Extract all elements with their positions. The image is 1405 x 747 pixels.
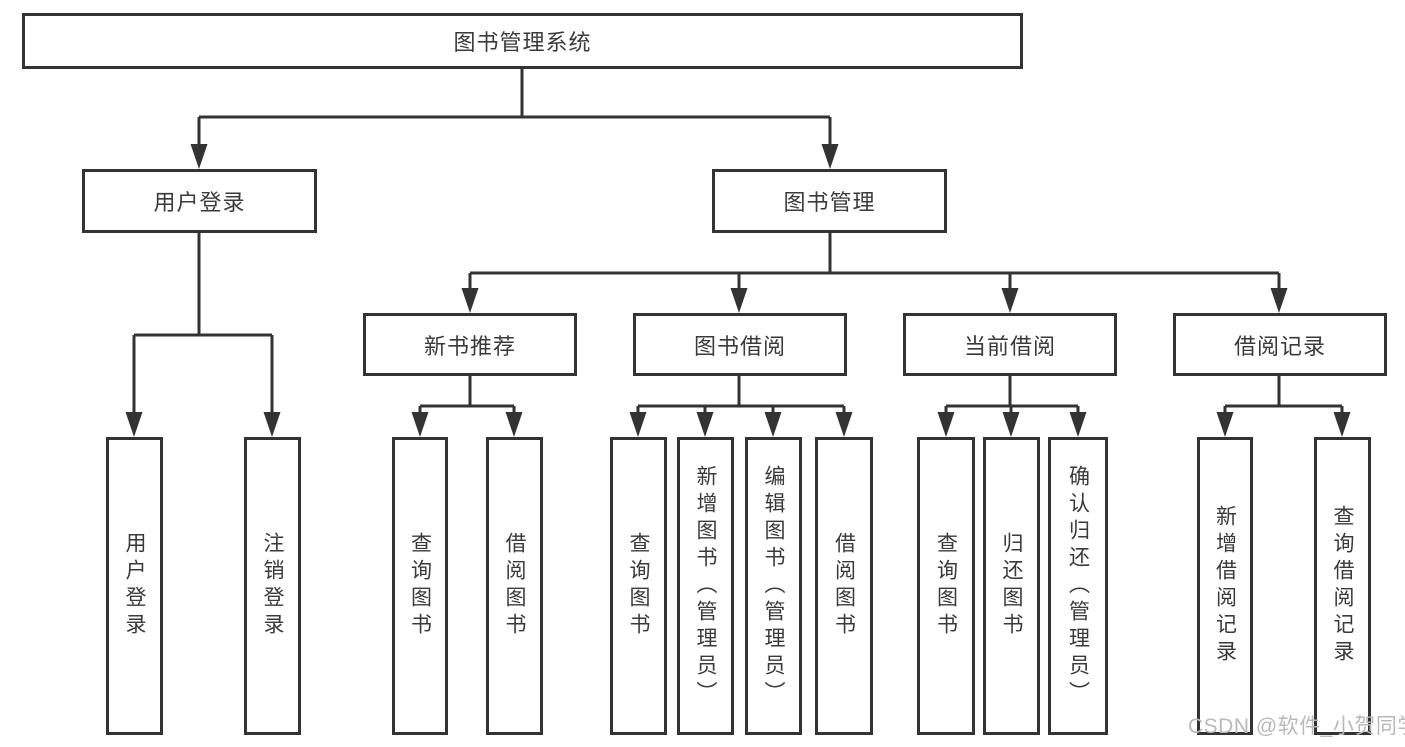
node-label: 查询图书 bbox=[934, 532, 958, 640]
node-book-borrow: 图书借阅 bbox=[633, 313, 847, 376]
node-label: 查询图书 bbox=[627, 532, 650, 640]
node-label: 查询借阅记录 bbox=[1331, 505, 1354, 667]
node-borrow-records: 借阅记录 bbox=[1173, 313, 1387, 376]
node-label: 新书推荐 bbox=[423, 333, 516, 359]
node-label: 图书管理系统 bbox=[453, 30, 592, 55]
node-leaf-query-books-recommend: 查询图书 bbox=[392, 437, 448, 735]
node-new-book-recommend: 新书推荐 bbox=[363, 313, 577, 376]
node-current-borrow: 当前借阅 bbox=[903, 313, 1117, 376]
watermark: CSDN @软件_小贺同学 bbox=[1188, 715, 1405, 738]
node-label: 新增图书（管理员） bbox=[694, 464, 717, 708]
node-label: 归还图书 bbox=[1000, 532, 1023, 640]
node-label: 新增借阅记录 bbox=[1213, 505, 1237, 667]
node-label: 图书借阅 bbox=[693, 333, 786, 359]
node-label: 借阅记录 bbox=[1233, 333, 1326, 359]
node-label: 当前借阅 bbox=[963, 333, 1056, 359]
node-leaf-logout: 注销登录 bbox=[244, 437, 301, 735]
node-leaf-add-books-admin: 新增图书（管理员） bbox=[677, 437, 734, 735]
node-label: 用户登录 bbox=[123, 532, 146, 640]
node-leaf-borrow-books-recommend: 借阅图书 bbox=[486, 437, 543, 735]
node-label: 确认归还（管理员） bbox=[1066, 464, 1090, 708]
node-user-login-branch: 用户登录 bbox=[82, 169, 317, 233]
node-book-management-branch: 图书管理 bbox=[712, 169, 947, 233]
node-root-library-system: 图书管理系统 bbox=[22, 13, 1023, 69]
node-label: 注销登录 bbox=[261, 532, 284, 640]
node-leaf-query-books-borrow: 查询图书 bbox=[610, 437, 667, 735]
node-label: 编辑图书（管理员） bbox=[762, 464, 785, 708]
node-label: 用户登录 bbox=[153, 190, 246, 215]
node-leaf-borrow-books: 借阅图书 bbox=[815, 437, 873, 735]
node-leaf-return-books: 归还图书 bbox=[983, 437, 1040, 735]
node-leaf-add-borrow-record: 新增借阅记录 bbox=[1197, 437, 1253, 735]
node-leaf-edit-books-admin: 编辑图书（管理员） bbox=[745, 437, 802, 735]
node-label: 借阅图书 bbox=[832, 532, 856, 640]
node-leaf-user-login: 用户登录 bbox=[106, 437, 163, 735]
node-label: 查询图书 bbox=[408, 532, 432, 640]
node-leaf-query-borrow-record: 查询借阅记录 bbox=[1314, 437, 1371, 735]
node-label: 图书管理 bbox=[783, 190, 876, 215]
node-leaf-confirm-return-admin: 确认归还（管理员） bbox=[1048, 437, 1108, 735]
node-label: 借阅图书 bbox=[503, 532, 526, 640]
node-leaf-query-books-current: 查询图书 bbox=[917, 437, 975, 735]
